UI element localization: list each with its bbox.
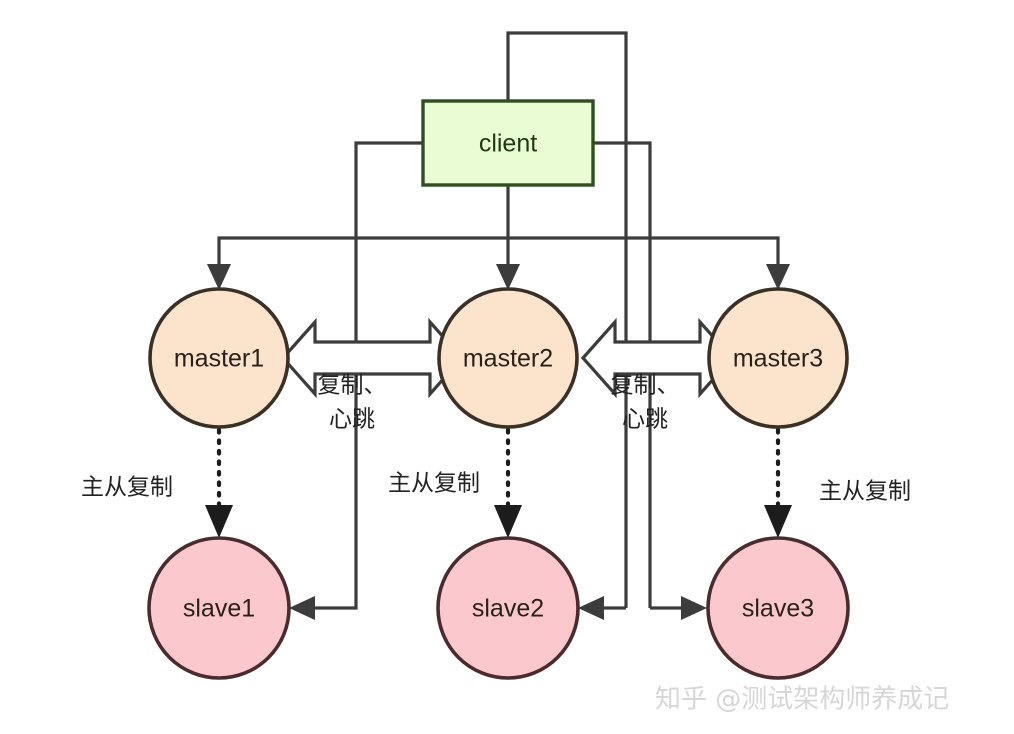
edge-client-bus-to-master1-path [217, 236, 716, 278]
watermark-label: 知乎 @测试架构师养成记 [655, 685, 949, 715]
node-slave3[interactable]: slave3 [706, 536, 850, 680]
master1-label: master1 [174, 345, 264, 373]
edge-client-bus-to-master3-path [716, 236, 780, 278]
node-master2[interactable]: master2 [437, 287, 579, 429]
master2-label: master2 [463, 345, 553, 373]
slave3-circle[interactable] [706, 536, 850, 680]
slave3-label: slave3 [742, 595, 814, 623]
label-master-slave-replication-1: 主从复制 [81, 475, 173, 501]
arrowhead-master1 [207, 264, 231, 290]
edge-client-to-slave2-path [506, 31, 628, 608]
arrowhead-master2 [496, 264, 520, 290]
label-master-slave-replication-2: 主从复制 [388, 471, 480, 497]
node-slave1[interactable]: slave1 [147, 536, 291, 680]
master3-circle[interactable] [707, 287, 849, 429]
client-label: client [479, 130, 537, 158]
label-master-slave-replication-3: 主从复制 [819, 479, 911, 505]
label-replication-heartbeat-2-line1: 复制、 [611, 373, 680, 399]
arrowhead-master3 [766, 264, 790, 290]
node-client[interactable]: client [421, 99, 595, 187]
label-replication-heartbeat-2-line2: 心跳 [622, 407, 668, 433]
connector-layer [205, 31, 792, 620]
slave1-circle[interactable] [147, 536, 291, 680]
node-master3[interactable]: master3 [707, 287, 849, 429]
arrowhead-slave1 [289, 596, 315, 620]
arrowhead-slave2 [578, 596, 604, 620]
slave2-circle[interactable] [436, 536, 580, 680]
arrowhead-slave3-dotted [764, 505, 792, 538]
master1-circle[interactable] [148, 287, 290, 429]
arrowhead-slave1-dotted [205, 505, 233, 538]
label-replication-heartbeat-1-line1: 复制、 [318, 373, 387, 399]
node-slave2[interactable]: slave2 [436, 536, 580, 680]
edge-label-layer: 复制、 心跳 复制、 心跳 主从复制 主从复制 主从复制 [81, 373, 911, 505]
slave2-label: slave2 [472, 595, 544, 623]
edge-client-to-slave3-path [593, 141, 652, 608]
master2-circle[interactable] [437, 287, 579, 429]
client-box[interactable] [421, 99, 595, 187]
watermark: 知乎 @测试架构师养成记 [655, 685, 949, 715]
label-replication-heartbeat-1-line2: 心跳 [329, 407, 375, 433]
node-master1[interactable]: master1 [148, 287, 290, 429]
arrowhead-slave3 [681, 596, 707, 620]
slave1-label: slave1 [183, 595, 255, 623]
arrowhead-slave2-dotted [494, 505, 522, 538]
master3-label: master3 [733, 345, 823, 373]
